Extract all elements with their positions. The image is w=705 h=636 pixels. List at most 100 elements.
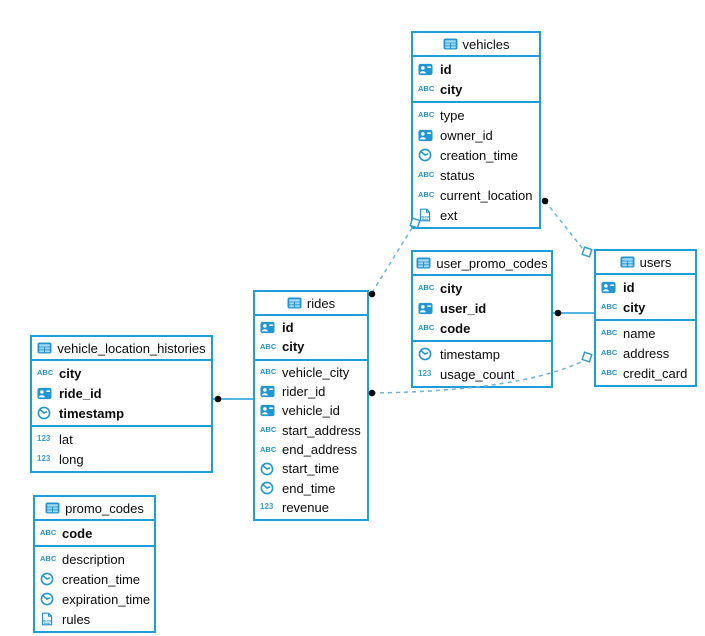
primary-key-section: ABC city ride_id timestamp	[32, 361, 211, 425]
column-name: creation_time	[440, 147, 519, 163]
column-name: start_address	[282, 422, 361, 438]
time-type-icon	[418, 148, 435, 162]
id-type-icon	[260, 321, 277, 334]
column-row-lat: 123 lat	[32, 429, 211, 449]
123-glyph: 123	[37, 454, 51, 463]
table-icon	[443, 38, 458, 50]
column-row-city: ABC city	[32, 363, 211, 383]
time-type-icon	[40, 572, 57, 586]
table-header[interactable]: user_promo_codes	[413, 252, 551, 276]
column-name: city	[282, 339, 305, 355]
svg-text:JSON: JSON	[420, 215, 431, 220]
abc-glyph: ABC	[37, 368, 54, 378]
column-name: name	[623, 325, 656, 341]
id-type-icon	[418, 63, 435, 76]
column-row-current_location: ABC current_location	[413, 185, 539, 205]
column-row-credit_card: ABC credit_card	[596, 363, 695, 383]
text-type-icon: ABC	[418, 171, 435, 179]
column-row-id: id	[413, 59, 539, 79]
column-name: id	[440, 61, 452, 77]
primary-key-section: ABC code	[35, 521, 154, 545]
column-name: end_time	[282, 480, 336, 496]
relationship-dot-endpoint	[554, 309, 562, 317]
text-type-icon: ABC	[418, 284, 435, 292]
columns-section: ABC vehicle_city rider_id vehicle_id ABC…	[255, 358, 367, 519]
column-name: id	[282, 320, 294, 336]
column-row-rider_id: rider_id	[255, 382, 367, 401]
abc-glyph: ABC	[601, 348, 618, 358]
id-type-icon	[418, 302, 435, 315]
relationship-dot-endpoint	[214, 395, 222, 403]
abc-glyph: ABC	[601, 328, 618, 338]
table-promo_codes[interactable]: promo_codes ABC code ABC description cre…	[33, 495, 156, 633]
text-type-icon: ABC	[418, 111, 435, 119]
table-title: rides	[306, 295, 336, 311]
table-header[interactable]: vehicle_location_histories	[32, 337, 211, 361]
column-name: city	[440, 280, 463, 296]
column-name: user_id	[440, 300, 487, 316]
column-row-city: ABC city	[255, 337, 367, 356]
abc-glyph: ABC	[40, 554, 57, 564]
table-icon	[37, 342, 52, 354]
id-type-icon	[260, 385, 277, 398]
column-name: rider_id	[282, 384, 326, 400]
table-header[interactable]: vehicles	[413, 33, 539, 57]
time-type-icon	[260, 462, 277, 476]
text-type-icon: ABC	[40, 555, 57, 563]
number-type-icon: 123	[418, 370, 435, 378]
table-icon	[620, 256, 635, 268]
text-type-icon: ABC	[40, 529, 57, 537]
time-type-icon	[40, 592, 57, 606]
table-vehicle_location_histories[interactable]: vehicle_location_histories ABC city ride…	[30, 335, 213, 473]
text-type-icon: ABC	[601, 329, 618, 337]
table-user_promo_codes[interactable]: user_promo_codes ABC city user_id ABC co…	[411, 250, 553, 388]
column-name: long	[59, 451, 84, 467]
table-icon	[416, 257, 431, 269]
column-row-status: ABC status	[413, 165, 539, 185]
table-users[interactable]: users id ABC city ABC name ABC address	[594, 249, 697, 387]
relationship-square-endpoint	[581, 351, 593, 363]
table-vehicles[interactable]: vehicles id ABC city ABC type	[411, 31, 541, 229]
primary-key-section: id ABC city	[596, 275, 695, 319]
column-name: timestamp	[59, 405, 125, 421]
table-icon	[45, 502, 60, 514]
relationship-dot-endpoint	[541, 197, 549, 205]
number-type-icon: 123	[260, 503, 277, 511]
column-name: creation_time	[62, 571, 141, 587]
column-row-usage_count: 123 usage_count	[413, 364, 551, 384]
column-name: start_time	[282, 461, 340, 477]
column-row-type: ABC type	[413, 105, 539, 125]
column-row-end_time: end_time	[255, 478, 367, 497]
column-row-rules: JSON rules	[35, 609, 154, 629]
id-type-icon	[260, 404, 277, 417]
123-glyph: 123	[260, 502, 274, 512]
table-title: vehicles	[462, 36, 510, 52]
table-header[interactable]: users	[596, 251, 695, 275]
column-row-name: ABC name	[596, 323, 695, 343]
columns-section: ABC description creation_time expiration…	[35, 545, 154, 631]
column-row-description: ABC description	[35, 549, 154, 569]
text-type-icon: ABC	[418, 324, 435, 332]
table-rides[interactable]: rides id ABC city ABC vehicle_city	[253, 290, 369, 521]
table-title: vehicle_location_histories	[57, 340, 206, 356]
relationship-vehicles-rides	[372, 227, 413, 292]
column-name: lat	[59, 431, 73, 447]
json-type-icon: JSON	[418, 208, 435, 222]
table-title: promo_codes	[65, 500, 144, 516]
abc-glyph: ABC	[260, 444, 277, 454]
column-row-creation_time: creation_time	[413, 145, 539, 165]
column-name: code	[62, 525, 93, 541]
columns-section: ABC name ABC address ABC credit_card	[596, 319, 695, 385]
abc-glyph: ABC	[418, 283, 435, 293]
column-name: timestamp	[440, 346, 500, 362]
text-type-icon: ABC	[601, 303, 618, 311]
table-header[interactable]: promo_codes	[35, 497, 154, 521]
id-type-icon	[37, 387, 54, 400]
json-type-icon: JSON	[40, 612, 57, 626]
abc-glyph: ABC	[418, 323, 435, 333]
column-name: end_address	[282, 441, 358, 457]
column-row-expiration_time: expiration_time	[35, 589, 154, 609]
table-header[interactable]: rides	[255, 292, 367, 316]
column-name: vehicle_id	[282, 403, 340, 419]
